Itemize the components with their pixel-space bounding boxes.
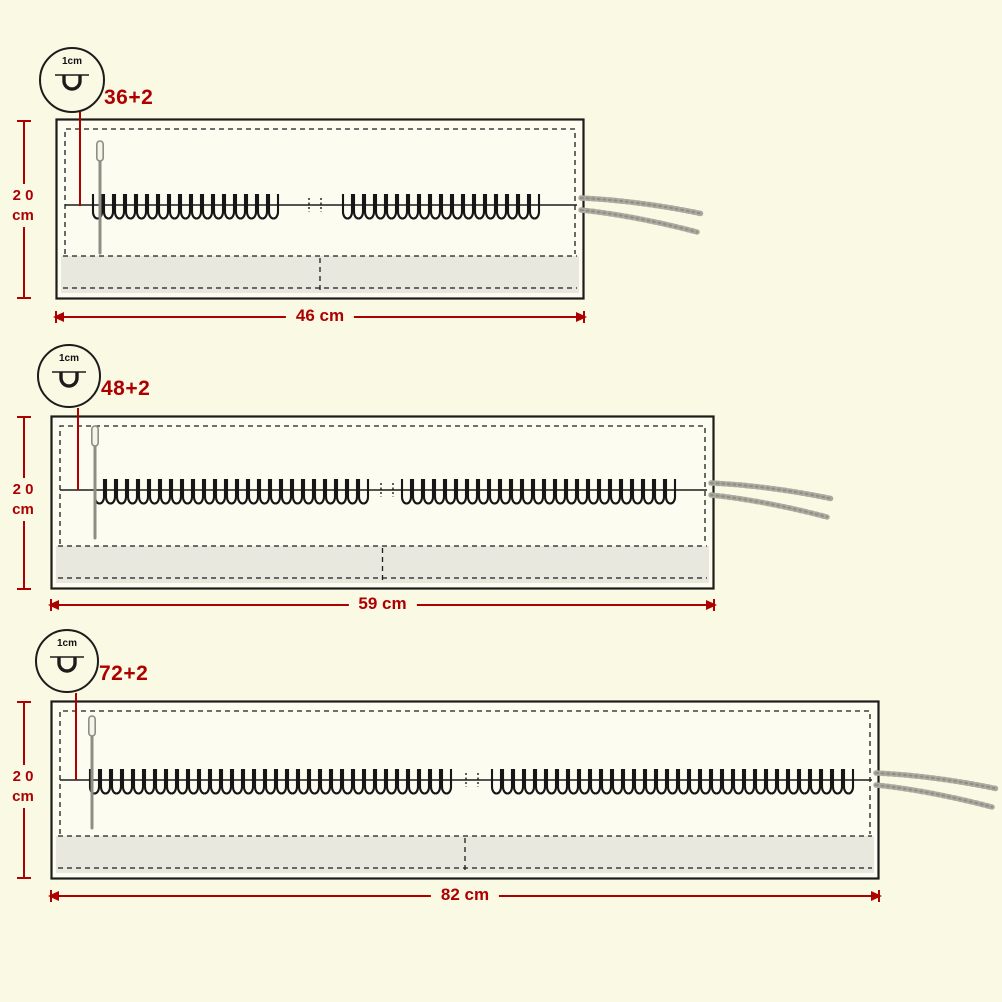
arrow-right-icon [576,312,587,322]
height-unit: cm [12,500,34,518]
height-dimension-label: 2 0 cm [2,478,44,521]
case-drawing [50,700,1001,880]
width-dim-tick-left [50,890,52,902]
height-dim-tick-top [17,701,31,703]
arrow-left-icon [48,600,59,610]
width-dimension: 82 cm [48,885,882,905]
height-unit: cm [12,787,34,805]
case-drawing [55,118,706,300]
height-unit: cm [12,206,34,224]
arrow-left-icon [53,312,64,322]
loop-size-label: 1cm [56,638,77,649]
height-dim-tick-top [17,120,31,122]
width-dimension: 59 cm [48,594,717,614]
width-dim-tick-right [713,599,715,611]
height-dim-tick-top [17,416,31,418]
height-dimension-label: 2 0 cm [2,765,44,808]
height-dim-tick-bottom [17,877,31,879]
height-value: 2 0 [12,768,34,785]
width-dim-tick-right [583,311,585,323]
loop-glyph-icon [55,74,89,91]
arrow-right-icon [706,600,717,610]
slot-count-label: 36+2 [104,86,154,109]
loop-size-callout: 1cm [39,47,105,113]
arrow-left-icon [48,891,59,901]
arrow-right-icon [871,891,882,901]
width-dimension-label: 82 cm [430,885,500,905]
width-dim-tick-left [55,311,57,323]
height-value: 2 0 [12,481,34,498]
loop-size-callout: 1cm [35,629,99,693]
slot-count-label: 72+2 [99,662,149,685]
slot-count-label: 48+2 [101,377,151,400]
loop-size-label: 1cm [58,353,79,364]
width-dim-tick-right [878,890,880,902]
case-drawing [50,415,836,590]
loop-size-label: 1cm [61,56,82,67]
callout-leader-line [79,112,81,206]
width-dim-tick-left [50,599,52,611]
height-dim-tick-bottom [17,297,31,299]
height-dimension-label: 2 0 cm [2,184,44,227]
callout-leader-line [75,693,77,780]
callout-leader-line [77,408,79,490]
loop-size-callout: 1cm [37,344,101,408]
height-dim-tick-bottom [17,588,31,590]
loop-glyph-icon [50,656,84,673]
width-dimension-label: 59 cm [348,594,417,614]
loop-glyph-icon [52,371,86,388]
width-dimension-label: 46 cm [285,306,355,326]
height-value: 2 0 [12,187,34,204]
width-dimension: 46 cm [53,306,587,326]
